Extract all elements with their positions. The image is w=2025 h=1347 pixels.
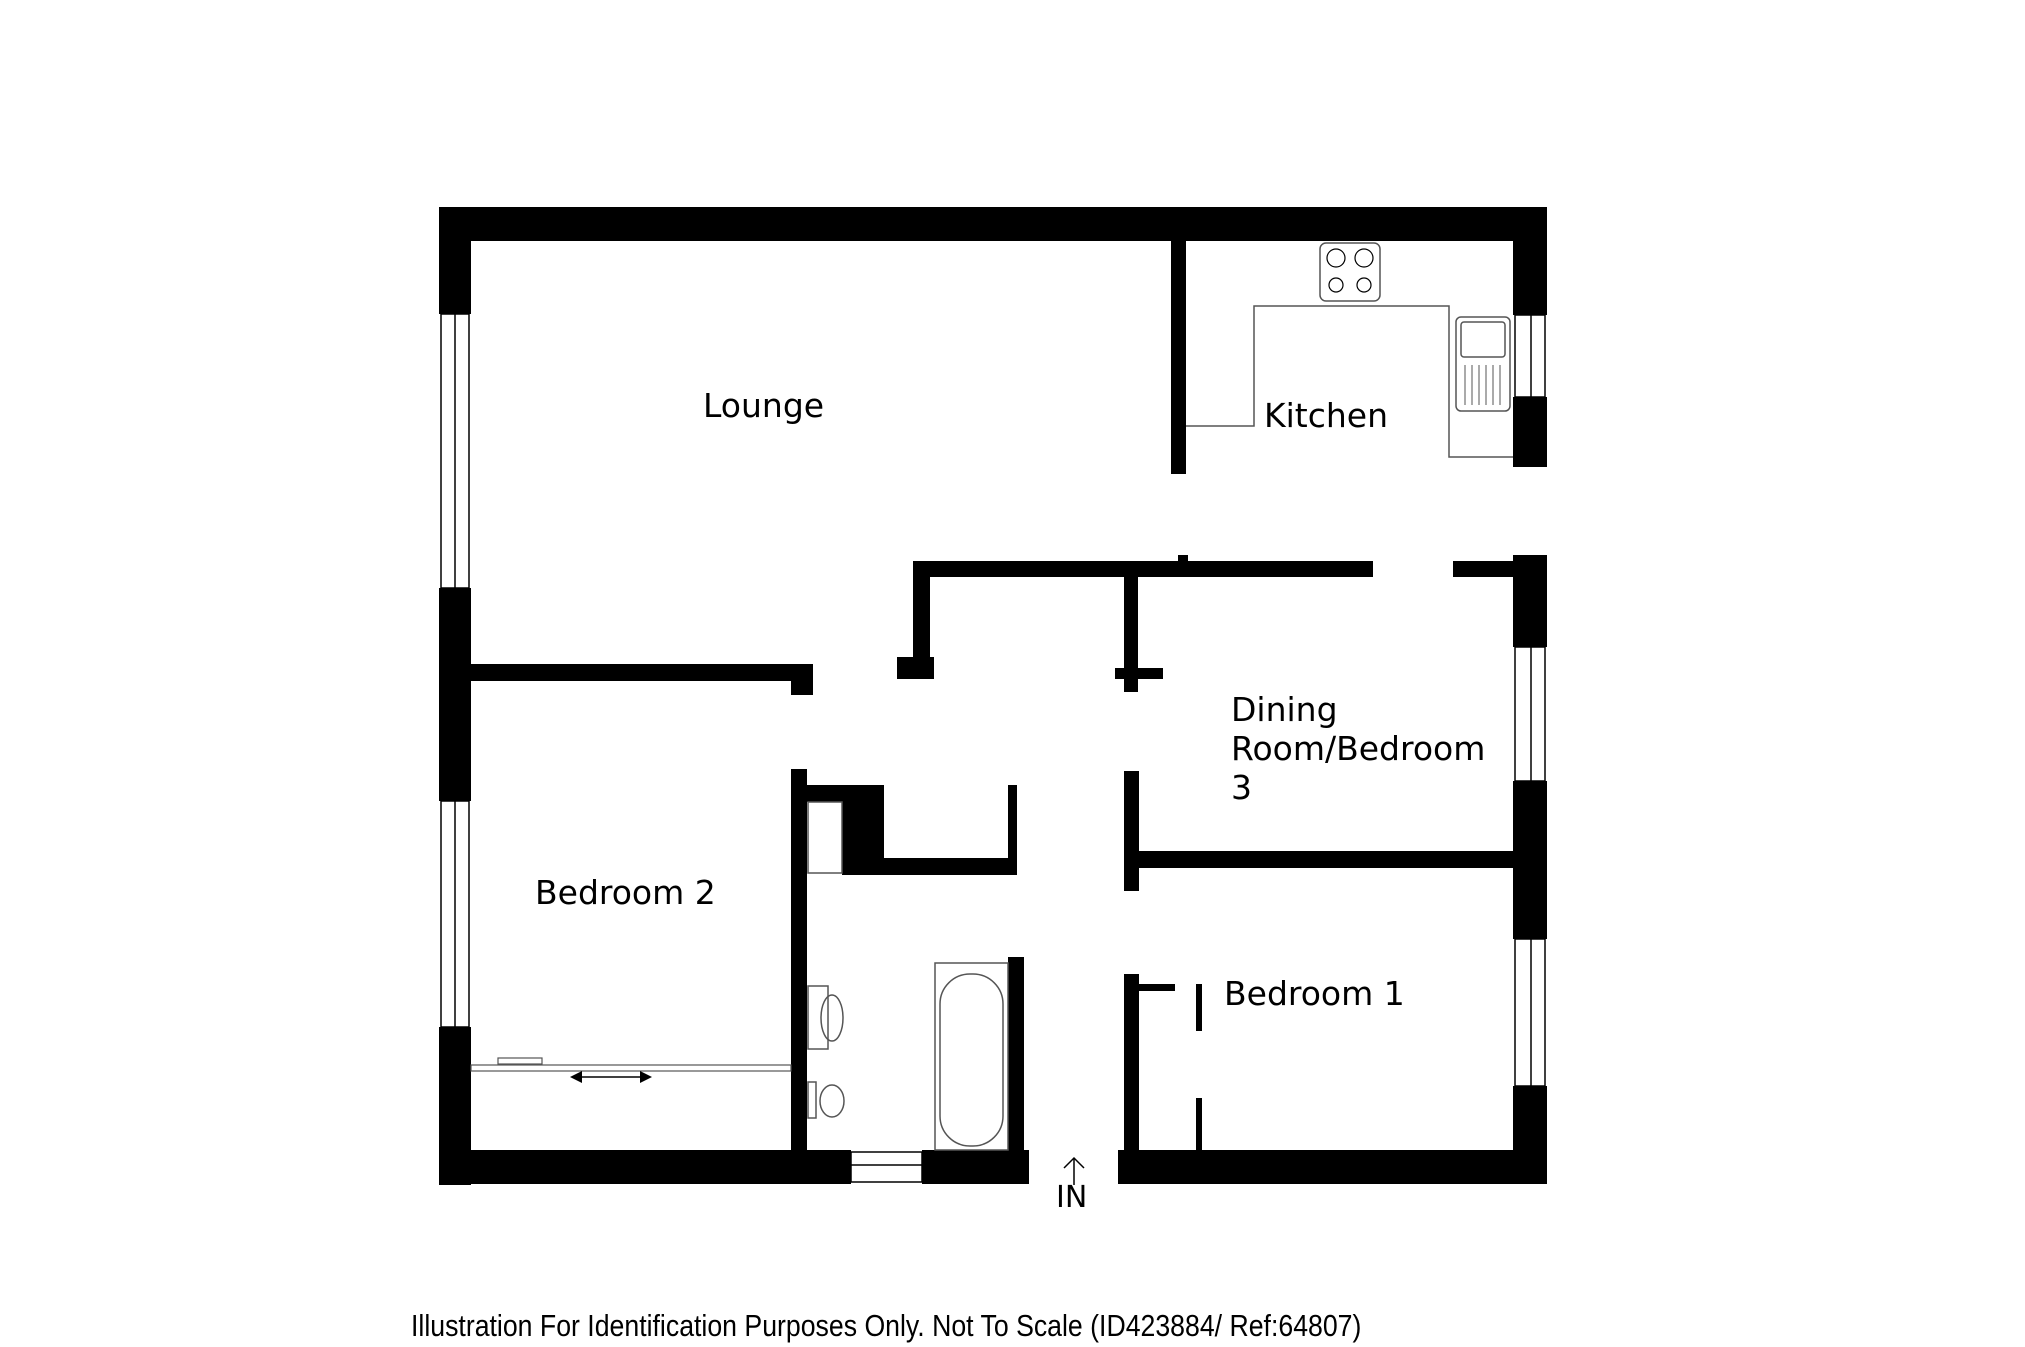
room-label-bedroom1: Bedroom 1 — [1224, 974, 1405, 1013]
sink-drainer-icon — [1464, 365, 1501, 405]
room-label-lounge: Lounge — [703, 386, 825, 425]
window-mullions — [454, 314, 1532, 1166]
kitchen-worktop — [1186, 242, 1513, 458]
walls — [439, 207, 1547, 1185]
entrance-arrow-icon — [1063, 1156, 1085, 1185]
room-label-kitchen: Kitchen — [1264, 396, 1389, 435]
hob-icon — [1326, 248, 1374, 293]
room-label-dining-line3: 3 — [1231, 768, 1252, 807]
bathroom-fixtures — [807, 801, 1009, 1151]
room-label-dining-line2: Room/Bedroom — [1231, 729, 1486, 768]
entrance-label: IN — [1056, 1180, 1088, 1215]
room-label-dining-line1: Dining — [1231, 690, 1338, 729]
wardrobe-sliding-door — [470, 1057, 792, 1083]
room-label-bedroom2: Bedroom 2 — [535, 873, 716, 912]
footer-disclaimer: Illustration For Identification Purposes… — [411, 1308, 1362, 1343]
